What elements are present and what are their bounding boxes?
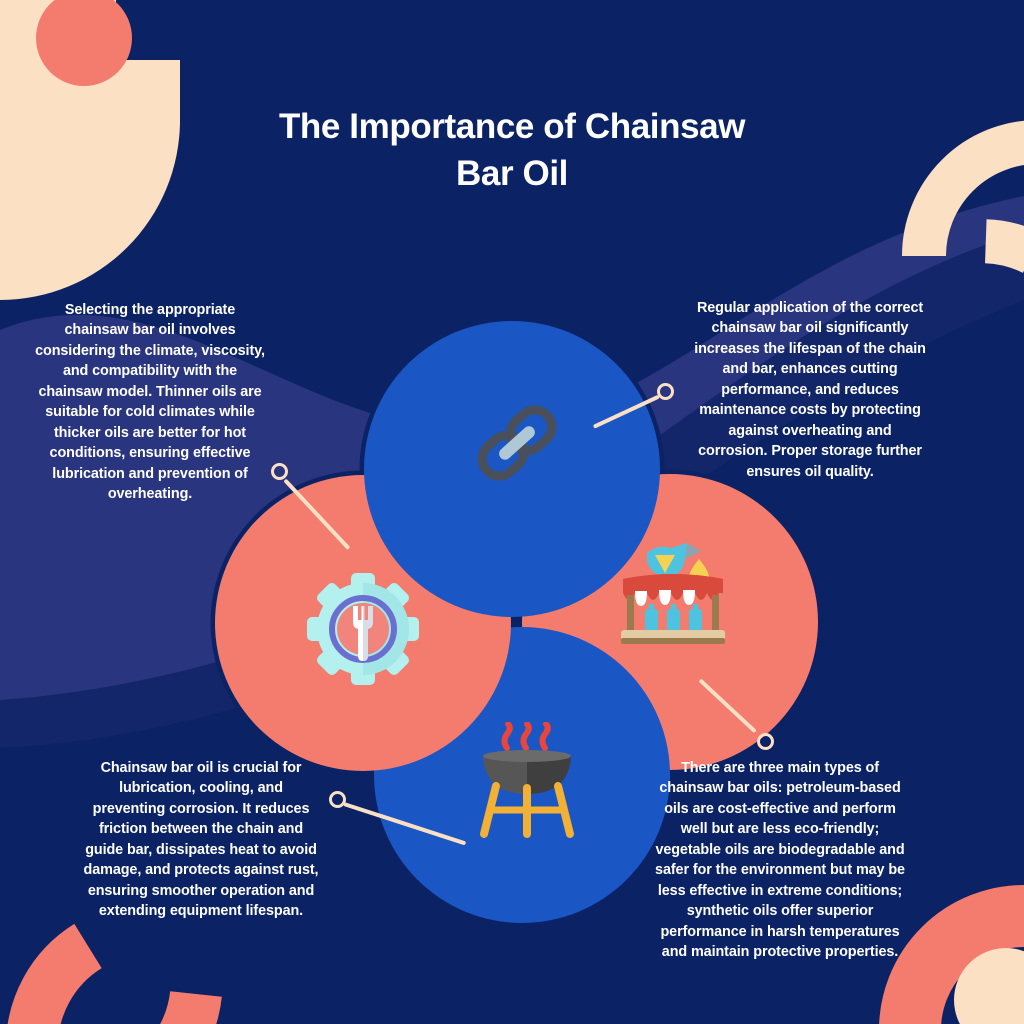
grill-heat-waves (501, 722, 551, 751)
blurb-selecting-oil: Selecting the appropriate chainsaw bar o… (35, 302, 265, 503)
connector-dot-top-right (657, 383, 674, 400)
page-title-line1: The Importance of Chainsaw (278, 107, 746, 146)
stall-post-left (627, 595, 634, 633)
corner-ring-top-right-cream-lower (984, 219, 1024, 274)
connector-dot-bottom-left (329, 791, 346, 808)
stall-post-right (712, 595, 719, 633)
corner-ring-bottom-left-salmon (7, 923, 103, 1024)
blurb-regular-application: Regular application of the correct chain… (694, 300, 926, 480)
page-title: The Importance of Chainsaw Bar Oil (200, 104, 824, 197)
connector-dot-top-left (271, 463, 288, 480)
corner-circle-bottom-right-cream (954, 948, 1024, 1024)
corner-ring-top-right-cream (902, 120, 1024, 257)
grill-legs (480, 782, 574, 838)
connector-dot-bottom-right (757, 733, 774, 750)
oil-can-glyph (647, 543, 701, 577)
blurb-oil-types: There are three main types of chainsaw b… (655, 760, 905, 961)
corner-ring-bottom-left-salmon-tip (160, 990, 222, 1024)
corner-circle-top-left-salmon (36, 0, 132, 86)
chain-link-icon (462, 388, 572, 498)
oil-bottles (645, 604, 702, 631)
page-title-line2: Bar Oil (456, 153, 568, 193)
grill-bowl-shade (527, 756, 571, 794)
blurb-lubrication-cooling: Chainsaw bar oil is crucial for lubricat… (83, 760, 319, 920)
stall-counter-shadow (621, 638, 725, 644)
corner-ring-bottom-right-salmon (879, 885, 1024, 1024)
bbq-grill-icon (474, 722, 580, 840)
stall-awning (623, 574, 723, 606)
chain-link-bar (499, 426, 535, 460)
market-stall-oil-icon (613, 533, 733, 653)
wrench-glyph (353, 606, 373, 661)
gear-wrench-icon (306, 572, 420, 686)
background-wave-lower (0, 232, 1024, 748)
grill-rim (483, 750, 571, 762)
